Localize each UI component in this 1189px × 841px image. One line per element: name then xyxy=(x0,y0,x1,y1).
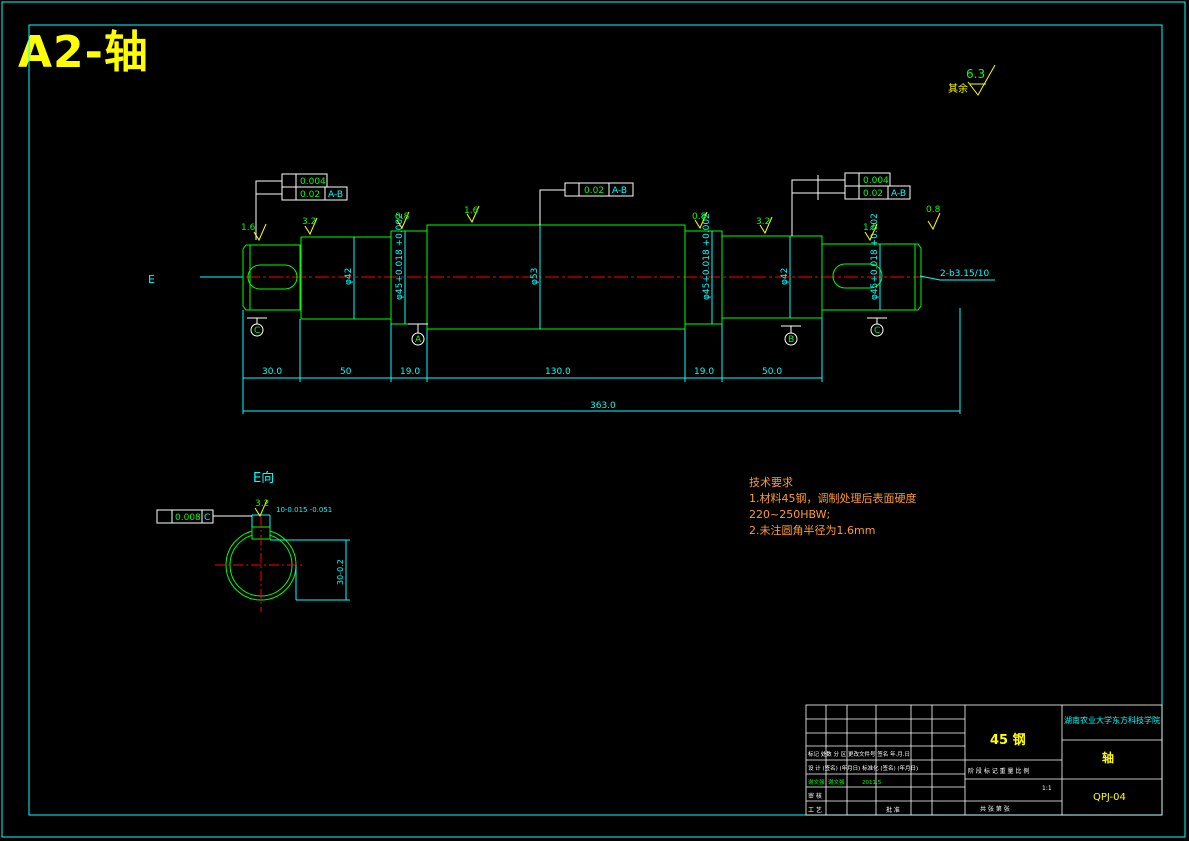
tol-right-cyl: 0.02 xyxy=(863,189,883,199)
datum-c: C xyxy=(254,326,260,336)
tb-row-stage: 阶 段 标 记 重 量 比 例 xyxy=(968,767,1029,775)
dia-label-3: φ53 xyxy=(530,268,540,285)
tol-mid-value: 0.02 xyxy=(584,186,604,196)
title-block xyxy=(805,704,1163,816)
rough-8: 0.8 xyxy=(926,205,941,215)
dim-seg1: 30.0 xyxy=(262,367,282,377)
roughness-symbols xyxy=(253,205,941,242)
tol-right-datum: A-B xyxy=(891,189,906,199)
tb-part-name: 轴 xyxy=(1102,750,1114,765)
rough-4: 1.6 xyxy=(464,206,479,216)
roughness-other-label: 其余 xyxy=(948,82,968,95)
rough-9: 3.2 xyxy=(255,499,269,509)
tb-date: 2011.5 xyxy=(862,780,882,786)
dim-seg3: 19.0 xyxy=(400,367,420,377)
end-view xyxy=(156,499,350,612)
datum-labels: A B C C xyxy=(254,326,880,345)
tol-right-runout: 0.004 xyxy=(863,176,889,186)
tb-material: 45 钢 xyxy=(990,732,1026,748)
dim-seg4: 130.0 xyxy=(545,367,571,377)
rough-1: 1.6 xyxy=(241,223,256,233)
dim-total: 363.0 xyxy=(590,401,616,411)
tb-school: 湖南农业大学东方科技学院 xyxy=(1064,715,1160,725)
rough-3: 0.8 xyxy=(395,212,410,222)
datum-c2: C xyxy=(874,326,880,336)
tb-row-design: 设 计 (签名) (年月日) 标准化 (签名) (年月日) xyxy=(808,764,918,772)
dim-center-hole: 2-b3.15/10 xyxy=(940,269,989,279)
tech-line1: 1.材料45钢，调制处理后表面硬度 xyxy=(749,492,917,505)
tb-designer2: 谢文强 xyxy=(828,778,845,786)
dia-label-4: φ45+0.018 +0.002 xyxy=(702,213,712,300)
sheet-title: A2-轴 xyxy=(18,27,149,78)
tb-designer: 谢文强 xyxy=(808,778,825,786)
rough-6: 3.2 xyxy=(756,217,770,227)
key-width-dim: 10-0.015 -0.051 xyxy=(276,506,332,514)
tech-heading: 技术要求 xyxy=(749,476,793,489)
shaft-outline xyxy=(242,224,922,330)
tb-row-sheets: 共 张 第 张 xyxy=(980,805,1010,813)
tb-row-approve: 批 准 xyxy=(886,806,900,814)
rough-7: 1.6 xyxy=(863,223,878,233)
tb-scale: 1:1 xyxy=(1042,785,1052,792)
dia-label-1: φ42 xyxy=(344,268,354,285)
diameter-dims xyxy=(353,225,881,329)
roughness-other-value: 6.3 xyxy=(966,67,985,81)
length-labels: 30.0 50 19.0 130.0 19.0 50.0 363.0 2-b3.… xyxy=(262,269,989,411)
tol-sym-value: 0.008 xyxy=(175,513,201,523)
datum-b: B xyxy=(788,335,794,345)
inner-border xyxy=(28,24,1163,816)
tol-left-datum: A-B xyxy=(328,190,343,200)
dia-label-2: φ45+0.018 +0.002 xyxy=(395,213,405,300)
roughness-other: 其余 6.3 xyxy=(948,64,996,96)
datum-a: A xyxy=(415,335,422,345)
tol-sym-datum: C xyxy=(204,513,210,523)
datum-symbols xyxy=(247,317,887,346)
rough-5: 0.8 xyxy=(692,212,707,222)
tech-line3: 2.未注圆角半径为1.6mm xyxy=(749,524,876,537)
tol-frame-mid xyxy=(539,182,634,225)
roughness-values: 1.6 3.2 0.8 1.6 0.8 3.2 1.6 0.8 xyxy=(241,205,941,233)
diameter-labels: φ42 φ45+0.018 +0.002 φ53 φ45+0.018 +0.00… xyxy=(344,213,880,300)
rough-2: 3.2 xyxy=(302,217,316,227)
tol-mid-datum: A-B xyxy=(612,186,627,196)
tol-left-runout: 0.004 xyxy=(300,177,326,187)
tb-row-marks: 标记 处数 分 区 更改文件号 签名 年.月.日 xyxy=(808,750,910,758)
end-view-title: E向 xyxy=(253,470,274,486)
dim-seg6: 50.0 xyxy=(762,367,782,377)
tol-left-cyl: 0.02 xyxy=(300,190,320,200)
tol-frame-left xyxy=(255,173,348,240)
view-label-e: E xyxy=(148,273,155,286)
tb-drawing-no: QPJ-04 xyxy=(1093,792,1126,803)
dia-label-5: φ42 xyxy=(780,268,790,285)
length-dims xyxy=(242,275,995,414)
tech-line2: 220~250HBW; xyxy=(749,508,831,521)
tech-requirements: 技术要求 1.材料45钢，调制处理后表面硬度 220~250HBW; 2.未注圆… xyxy=(749,475,917,539)
dim-seg2: 50 xyxy=(340,367,352,377)
key-depth-dim: 30-0.2 xyxy=(336,559,345,585)
dia-label-6: φ45+0.018 +0.002 xyxy=(870,213,880,300)
tol-frame-right xyxy=(791,172,911,236)
tb-row-check: 审 核 xyxy=(808,792,822,800)
tb-row-process: 工 艺 xyxy=(808,806,822,814)
dim-seg5: 19.0 xyxy=(694,367,714,377)
